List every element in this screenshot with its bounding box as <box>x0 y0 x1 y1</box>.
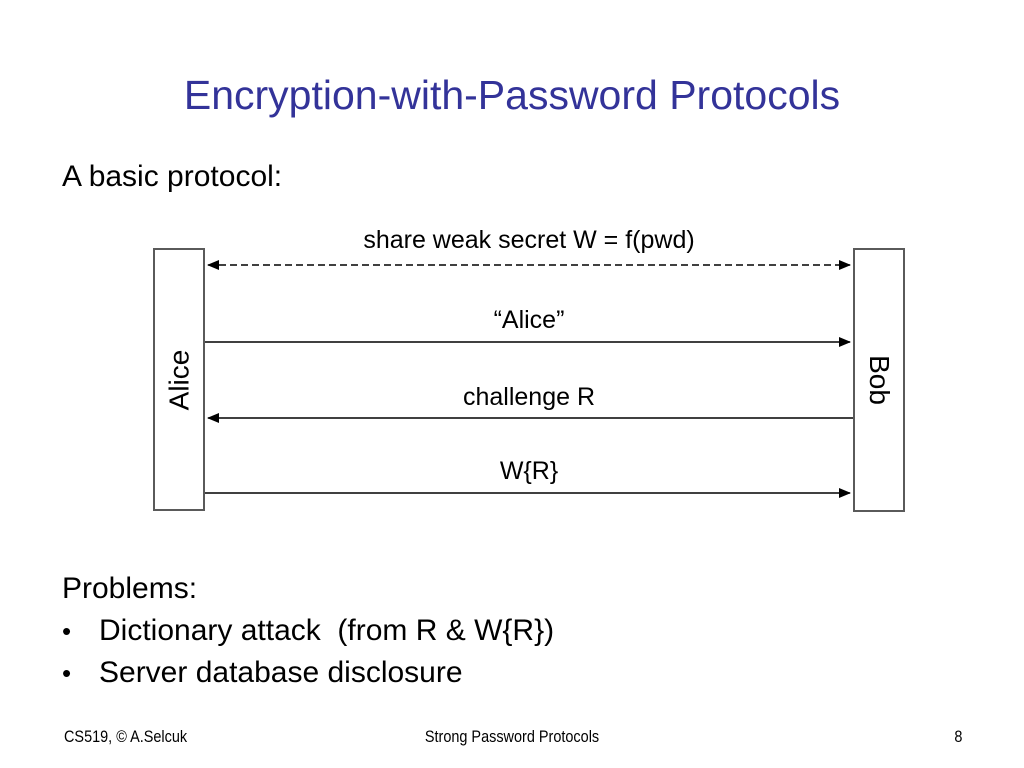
bullet-text: Server database disclosure <box>99 656 463 689</box>
intro-text: A basic protocol: <box>62 160 283 193</box>
message-label-wr: W{R} <box>499 457 559 485</box>
message-arrows <box>205 260 853 498</box>
footer-deck-title: Strong Password Protocols <box>424 727 600 746</box>
problems-section: Problems: • Dictionary attack (from R & … <box>62 568 554 694</box>
bullet-icon: • <box>62 616 72 646</box>
problems-heading: Problems: <box>62 572 198 605</box>
message-label-challenge: challenge R <box>462 383 596 411</box>
list-item: • Server database disclosure <box>62 652 554 694</box>
alice-box: Alice <box>153 248 205 511</box>
bob-label: Bob <box>864 355 896 405</box>
bob-box: Bob <box>853 248 905 512</box>
alice-label: Alice <box>163 349 195 410</box>
slide-title: Encryption-with-Password Protocols <box>183 72 841 118</box>
footer-page-number: 8 <box>953 727 962 746</box>
bullet-text: Dictionary attack (from R & W{R}) <box>99 614 555 647</box>
list-item: • Dictionary attack (from R & W{R}) <box>62 610 554 652</box>
footer-course-credit: CS519, © A.Selcuk <box>64 727 188 746</box>
message-label-shared-secret: share weak secret W = f(pwd) <box>363 226 695 254</box>
message-label-alice: “Alice” <box>493 306 565 334</box>
bullet-icon: • <box>62 658 72 688</box>
